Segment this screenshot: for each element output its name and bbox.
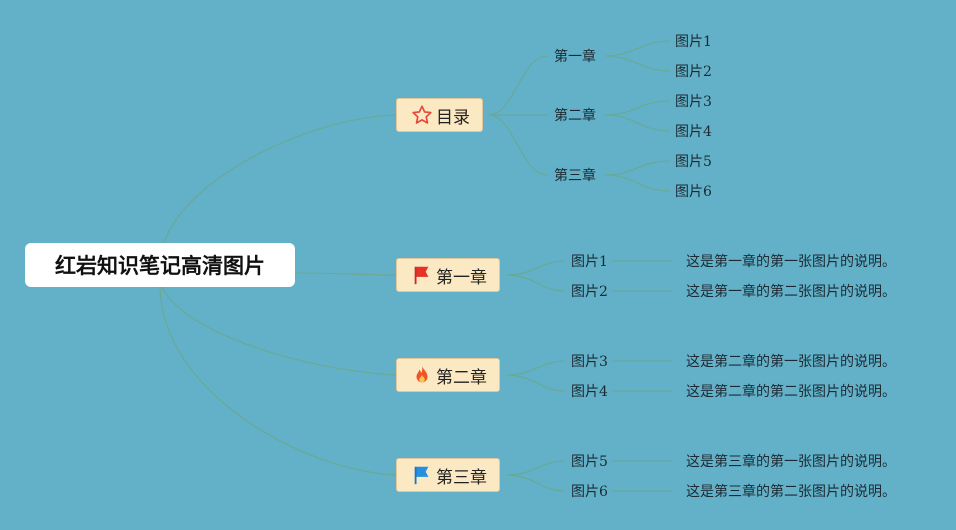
branch-toc-label: 目录 [436, 107, 470, 128]
root-topic[interactable]: 红岩知识笔记高清图片 [25, 243, 295, 287]
branch-chapter-3-label: 第三章 [436, 467, 487, 488]
branch-toc[interactable]: 目录 [396, 98, 483, 132]
toc-image-5[interactable]: 图片5 [675, 154, 712, 170]
star-icon [411, 104, 433, 126]
chapter-2-image-1[interactable]: 图片3 [571, 354, 608, 370]
branch-chapter-2-label: 第二章 [436, 367, 487, 388]
chapter-2-image-2[interactable]: 图片4 [571, 384, 608, 400]
toc-chapter-2[interactable]: 第二章 [554, 108, 596, 124]
toc-image-2[interactable]: 图片2 [675, 64, 712, 80]
red-flag-icon [411, 264, 433, 286]
chapter-1-image-1[interactable]: 图片1 [571, 254, 608, 270]
chapter-3-desc-1[interactable]: 这是第三章的第一张图片的说明。 [686, 454, 896, 470]
chapter-3-image-1[interactable]: 图片5 [571, 454, 608, 470]
fire-icon [411, 364, 433, 386]
toc-image-4[interactable]: 图片4 [675, 124, 712, 140]
branch-chapter-2[interactable]: 第二章 [396, 358, 500, 392]
branch-chapter-1-label: 第一章 [436, 267, 487, 288]
blue-flag-icon [411, 464, 433, 486]
branch-chapter-1[interactable]: 第一章 [396, 258, 500, 292]
toc-image-3[interactable]: 图片3 [675, 94, 712, 110]
chapter-1-desc-1[interactable]: 这是第一章的第一张图片的说明。 [686, 254, 896, 270]
toc-image-6[interactable]: 图片6 [675, 184, 712, 200]
chapter-1-desc-2[interactable]: 这是第一章的第二张图片的说明。 [686, 284, 896, 300]
chapter-1-image-2[interactable]: 图片2 [571, 284, 608, 300]
branch-chapter-3[interactable]: 第三章 [396, 458, 500, 492]
root-title: 红岩知识笔记高清图片 [55, 254, 265, 278]
chapter-2-desc-2[interactable]: 这是第二章的第二张图片的说明。 [686, 384, 896, 400]
toc-image-1[interactable]: 图片1 [675, 34, 712, 50]
toc-chapter-3[interactable]: 第三章 [554, 168, 596, 184]
chapter-3-image-2[interactable]: 图片6 [571, 484, 608, 500]
chapter-2-desc-1[interactable]: 这是第二章的第一张图片的说明。 [686, 354, 896, 370]
toc-chapter-1[interactable]: 第一章 [554, 49, 596, 65]
chapter-3-desc-2[interactable]: 这是第三章的第二张图片的说明。 [686, 484, 896, 500]
